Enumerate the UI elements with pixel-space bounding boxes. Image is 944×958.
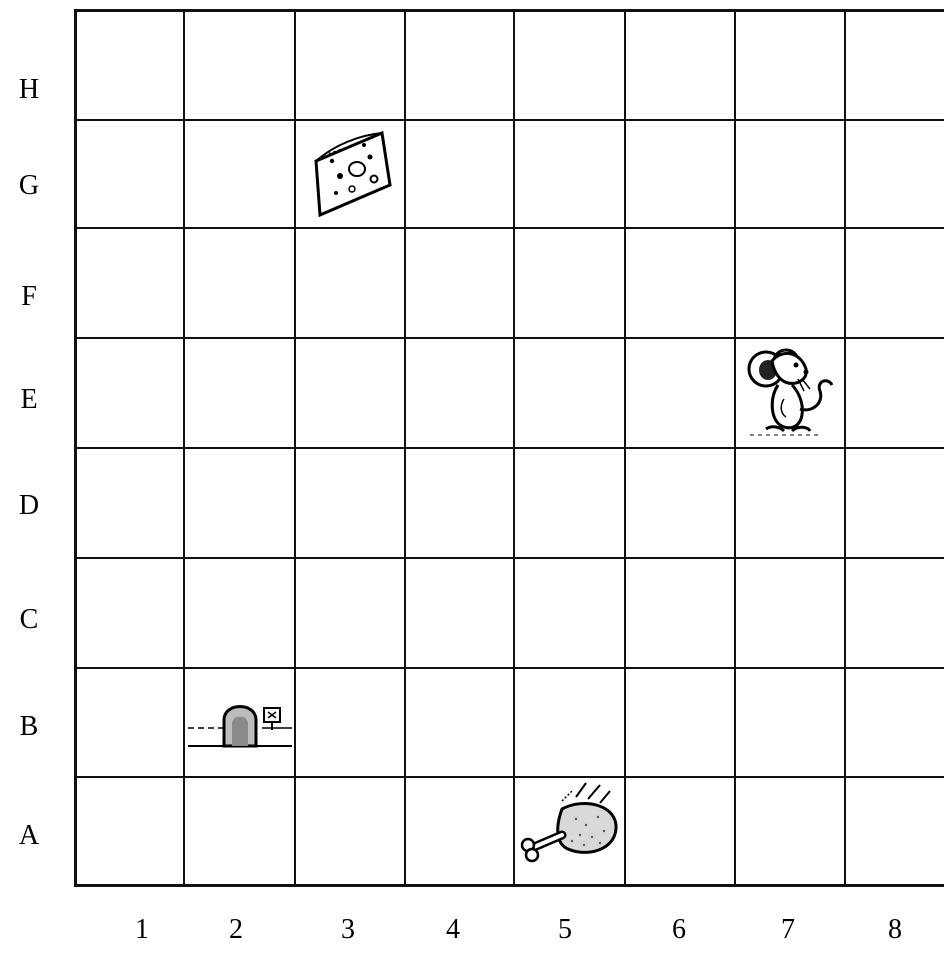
- col-label-8: 8: [875, 916, 915, 944]
- col-label-4: 4: [433, 916, 473, 944]
- row-label-b: B: [14, 713, 44, 741]
- cheese-icon: [294, 119, 404, 229]
- mouse-hole-icon: [184, 672, 294, 782]
- grid-line: [74, 667, 944, 669]
- row-label-e: E: [14, 386, 44, 414]
- row-label-f: F: [14, 283, 44, 311]
- col-label-5: 5: [545, 916, 585, 944]
- col-label-3: 3: [328, 916, 368, 944]
- row-label-c: C: [14, 606, 44, 634]
- col-label-6: 6: [659, 916, 699, 944]
- row-label-g: G: [14, 172, 44, 200]
- grid-border-bottom: [74, 884, 944, 887]
- col-label-1: 1: [122, 916, 162, 944]
- col-label-2: 2: [216, 916, 256, 944]
- row-label-a: A: [14, 822, 44, 850]
- row-label-d: D: [14, 492, 44, 520]
- grid-line: [74, 557, 944, 559]
- grid-line: [74, 119, 944, 121]
- chicken-leg-icon: [514, 779, 624, 889]
- col-label-7: 7: [768, 916, 808, 944]
- grid-line: [74, 227, 944, 229]
- row-label-h: H: [14, 76, 44, 104]
- mouse-icon: [736, 339, 846, 449]
- grid-border-top: [74, 9, 944, 12]
